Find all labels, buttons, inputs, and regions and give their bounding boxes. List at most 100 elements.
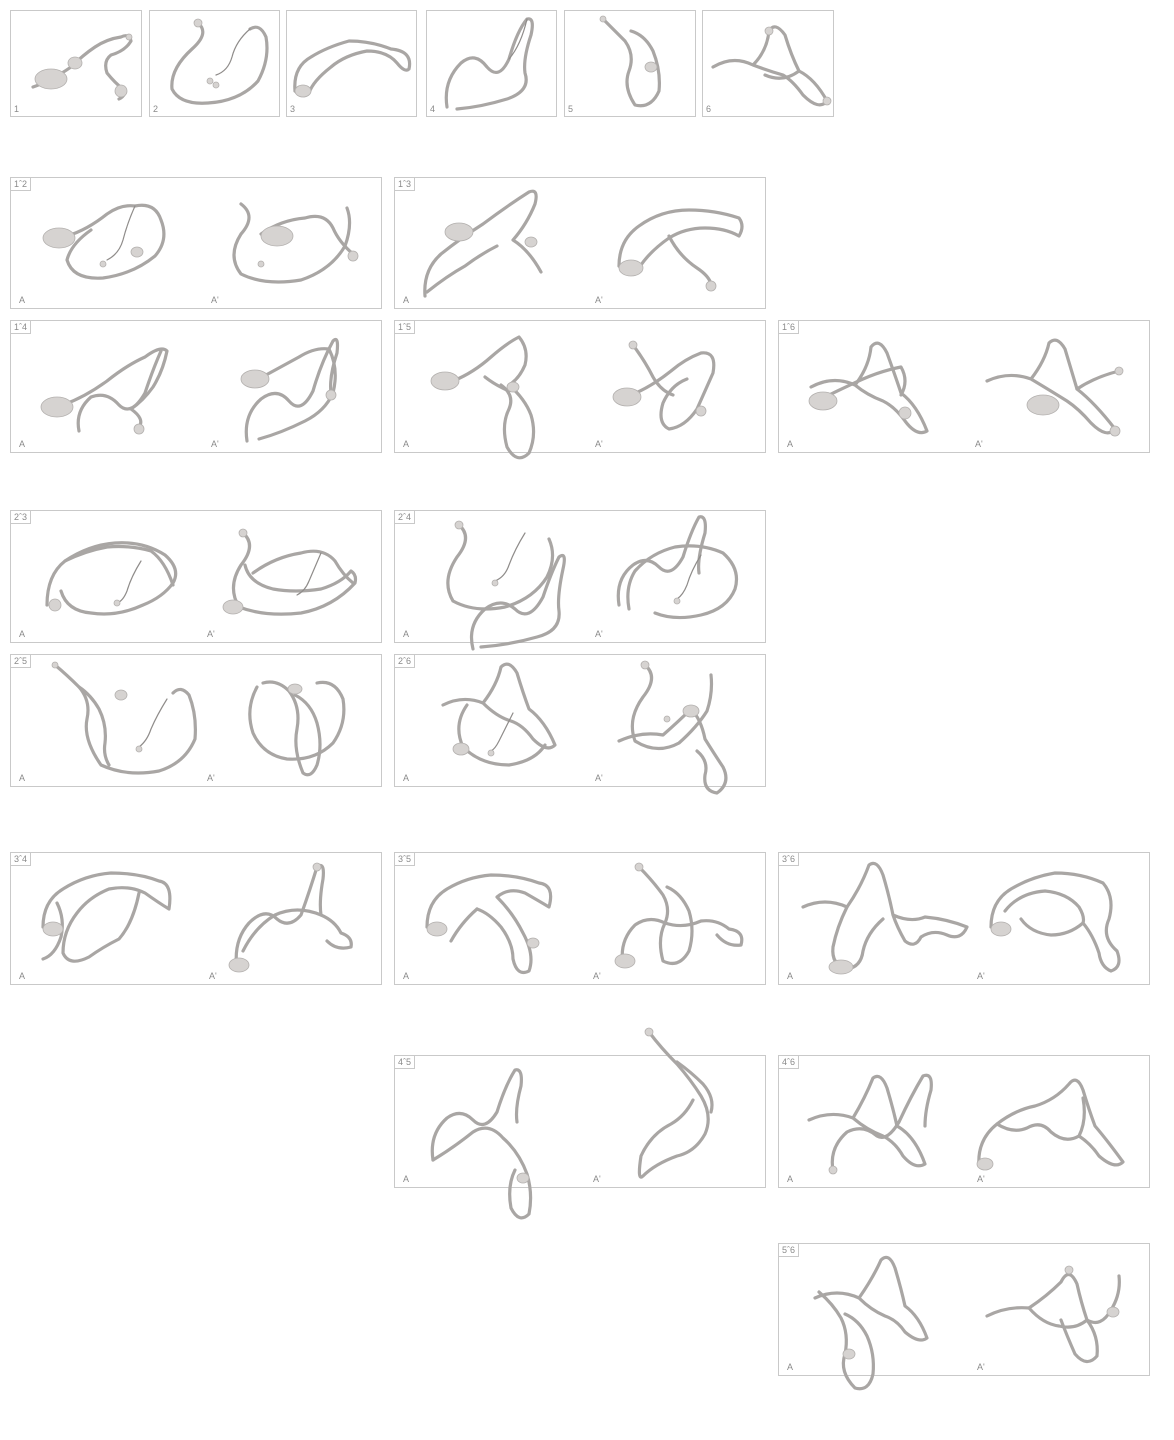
structure-3-render: [293, 39, 412, 98]
view-label-b: A': [207, 773, 215, 783]
view-label-a: A: [403, 295, 410, 305]
pair-panel-1-6: 1ˆ6 A A': [778, 320, 1150, 453]
view-label-a: A: [787, 439, 794, 449]
view-label-b: A': [593, 971, 601, 981]
view-label-b: A': [977, 1362, 985, 1372]
pair-3-4-view-a: [41, 871, 172, 963]
pair-4-6-view-b: [976, 1078, 1125, 1171]
view-label-b: A': [211, 295, 219, 305]
structure-4-render: [444, 17, 534, 111]
pair-label: 4ˆ5: [395, 1056, 416, 1069]
view-label-b: A': [593, 1174, 601, 1184]
pair-label: 1ˆ5: [395, 321, 416, 334]
view-label-b: A': [211, 439, 219, 449]
pair-label: 2ˆ4: [395, 511, 416, 524]
pair-2-3-view-a: [45, 541, 178, 616]
structure-panel-3: 3: [286, 10, 417, 117]
pair-panel-2-3: 2ˆ3 A A': [10, 510, 382, 643]
pair-1-2-view-b: [232, 202, 359, 284]
structure-panel-6: 6: [702, 10, 834, 117]
pair-1-6-view-b: [985, 338, 1124, 437]
view-label-b: A': [975, 439, 983, 449]
structure-panel-2: 2: [149, 10, 280, 117]
structure-panel-4: 4: [426, 10, 557, 117]
pair-2-4-view-a: [446, 520, 566, 651]
structure-panel-5: 5: [564, 10, 696, 117]
pair-1-4-view-a: [40, 347, 169, 435]
view-label-a: A: [19, 295, 26, 305]
pair-3-4-view-b: [228, 862, 353, 973]
pair-1-6-view-a: [808, 341, 929, 435]
pair-1-4-view-b: [240, 337, 340, 443]
view-label-b: A': [595, 439, 603, 449]
structure-label: 4: [430, 104, 436, 114]
pair-panel-1-5: 1ˆ5 A A': [394, 320, 766, 460]
pair-3-6-view-a: [801, 861, 969, 975]
view-label-a: A: [787, 1362, 794, 1372]
pair-label: 3ˆ4: [11, 853, 32, 866]
structure-panel-1: 1: [10, 10, 142, 117]
pair-1-5-view-b: [612, 340, 716, 431]
pair-4-6-view-a: [807, 1073, 933, 1175]
view-label-b: A': [595, 295, 603, 305]
pair-label: 1ˆ6: [779, 321, 800, 334]
pair-panel-3-5: 3ˆ5 A A': [394, 852, 766, 985]
pair-panel-3-4: 3ˆ4 A A': [10, 852, 382, 985]
view-label-b: A': [207, 629, 215, 639]
pair-2-5-view-a: [51, 661, 197, 775]
pair-panel-1-4: 1ˆ4 A A': [10, 320, 382, 453]
pair-panel-2-5: 2ˆ5 A A': [10, 654, 382, 787]
view-label-a: A: [19, 971, 26, 981]
view-label-b: A': [977, 1174, 985, 1184]
pair-1-5-view-a: [430, 335, 536, 460]
pair-label: 3ˆ6: [779, 853, 800, 866]
pair-panel-1-2: 1ˆ2 A A': [10, 177, 382, 309]
pair-5-6-view-b: [985, 1265, 1121, 1364]
pair-4-5-view-a: [430, 1068, 533, 1220]
pair-2-5-view-b: [248, 680, 346, 777]
pair-4-5-view-b: [637, 1027, 714, 1179]
structure-label: 6: [706, 104, 712, 114]
structure-5-render: [599, 15, 661, 108]
pair-label: 1ˆ3: [395, 178, 416, 191]
view-label-a: A: [403, 971, 410, 981]
structure-label: 5: [568, 104, 574, 114]
pair-label: 2ˆ6: [395, 655, 416, 668]
view-label-b: A': [209, 971, 217, 981]
view-label-a: A: [19, 439, 26, 449]
pair-panel-4-6: 4ˆ6 A A': [778, 1055, 1150, 1188]
view-label-a: A: [19, 629, 26, 639]
view-label-b: A': [595, 629, 603, 639]
pair-2-4-view-b: [616, 515, 739, 620]
pair-panel-2-4: 2ˆ4 A A': [394, 510, 766, 651]
pair-label: 2ˆ5: [11, 655, 32, 668]
pair-label: 1ˆ4: [11, 321, 32, 334]
structure-label: 3: [290, 104, 296, 114]
pair-3-6-view-b: [989, 871, 1121, 973]
pair-3-5-view-b: [614, 862, 744, 969]
view-label-b: A': [977, 971, 985, 981]
pair-panel-3-6: 3ˆ6 A A': [778, 852, 1150, 985]
pair-2-3-view-b: [222, 528, 358, 616]
view-label-a: A: [787, 971, 794, 981]
view-label-b: A': [595, 773, 603, 783]
pair-label: 1ˆ2: [11, 178, 32, 191]
pair-label: 2ˆ3: [11, 511, 32, 524]
pair-1-3-view-a: [423, 189, 543, 298]
structure-label: 2: [153, 104, 159, 114]
pair-label: 3ˆ5: [395, 853, 416, 866]
view-label-a: A: [787, 1174, 794, 1184]
pair-panel-2-6: 2ˆ6 A A': [394, 654, 766, 795]
pair-1-3-view-b: [617, 208, 744, 292]
structure-2-render: [170, 18, 269, 105]
pair-label: 5ˆ6: [779, 1244, 800, 1257]
pair-panel-5-6: 5ˆ6 A A': [778, 1243, 1150, 1391]
pair-panel-1-3: 1ˆ3 A A': [394, 177, 766, 309]
view-label-a: A: [403, 773, 410, 783]
pair-panel-4-5: 4ˆ5 A A': [394, 1027, 766, 1220]
pair-2-6-view-b: [617, 660, 728, 795]
structure-1-render: [31, 33, 133, 101]
structure-label: 1: [14, 104, 20, 114]
pair-2-6-view-a: [441, 662, 557, 767]
view-label-a: A: [403, 1174, 410, 1184]
